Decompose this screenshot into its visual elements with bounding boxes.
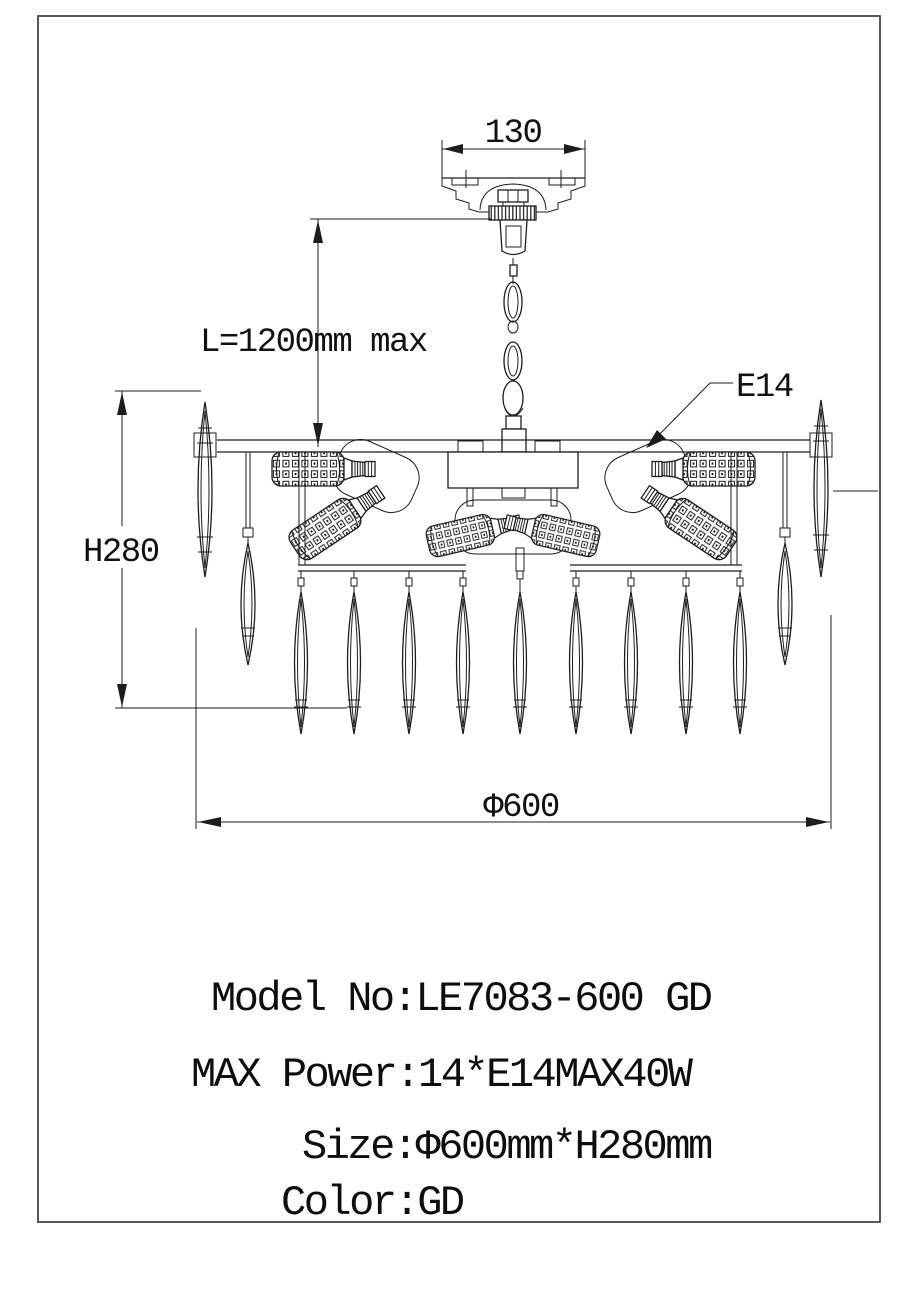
suspension-length-value: L=1200mm max bbox=[200, 324, 427, 362]
bulb-right-diagonal bbox=[635, 477, 742, 564]
pendant bbox=[293, 571, 309, 735]
end-crystal-left bbox=[193, 401, 217, 578]
dimension-canopy-width: 130 bbox=[441, 115, 586, 180]
bulb-center-right bbox=[501, 505, 603, 559]
spec-text-block: Model No:LE7083-600 GD MAX Power:14*E14M… bbox=[191, 975, 714, 1227]
e14-label: E14 bbox=[736, 369, 793, 407]
spec-max-power: MAX Power:14*E14MAX40W bbox=[191, 1051, 694, 1099]
ceiling-canopy bbox=[441, 170, 586, 221]
pendant bbox=[401, 571, 417, 735]
bulb-center-left bbox=[423, 505, 525, 559]
drawing-border bbox=[37, 15, 881, 1223]
dimension-suspension-length: L=1200mm max bbox=[200, 218, 491, 447]
pendant bbox=[678, 571, 694, 735]
e14-callout: E14 bbox=[646, 369, 794, 448]
pendant bbox=[346, 571, 362, 735]
pendant bbox=[455, 571, 471, 735]
spec-model-no: Model No:LE7083-600 GD bbox=[211, 975, 712, 1023]
mid-crystals bbox=[240, 452, 793, 666]
bulb-right-horizontal bbox=[651, 451, 756, 487]
spec-color: Color:GD bbox=[281, 1179, 464, 1227]
center-housing bbox=[447, 451, 579, 489]
pendant bbox=[732, 571, 748, 735]
bulb-left-diagonal bbox=[284, 477, 391, 564]
pendant-rail bbox=[298, 452, 742, 572]
height-value: H280 bbox=[83, 534, 159, 572]
canopy-width-value: 130 bbox=[485, 115, 542, 153]
crystal-pendants bbox=[293, 570, 748, 735]
pendant bbox=[512, 570, 528, 735]
bulb-left-horizontal bbox=[271, 451, 376, 487]
chandelier-body bbox=[193, 399, 878, 578]
end-crystal-right bbox=[809, 399, 833, 578]
suspension-chain bbox=[499, 219, 528, 453]
dimension-height: H280 bbox=[83, 390, 347, 709]
spec-size: Size:Φ600mm*H280mm bbox=[302, 1123, 712, 1171]
dimension-diameter: Φ600 bbox=[195, 615, 832, 829]
pendant bbox=[568, 571, 584, 735]
pendant bbox=[623, 571, 639, 735]
diameter-value: Φ600 bbox=[483, 789, 559, 827]
knurled-collar bbox=[488, 205, 537, 221]
